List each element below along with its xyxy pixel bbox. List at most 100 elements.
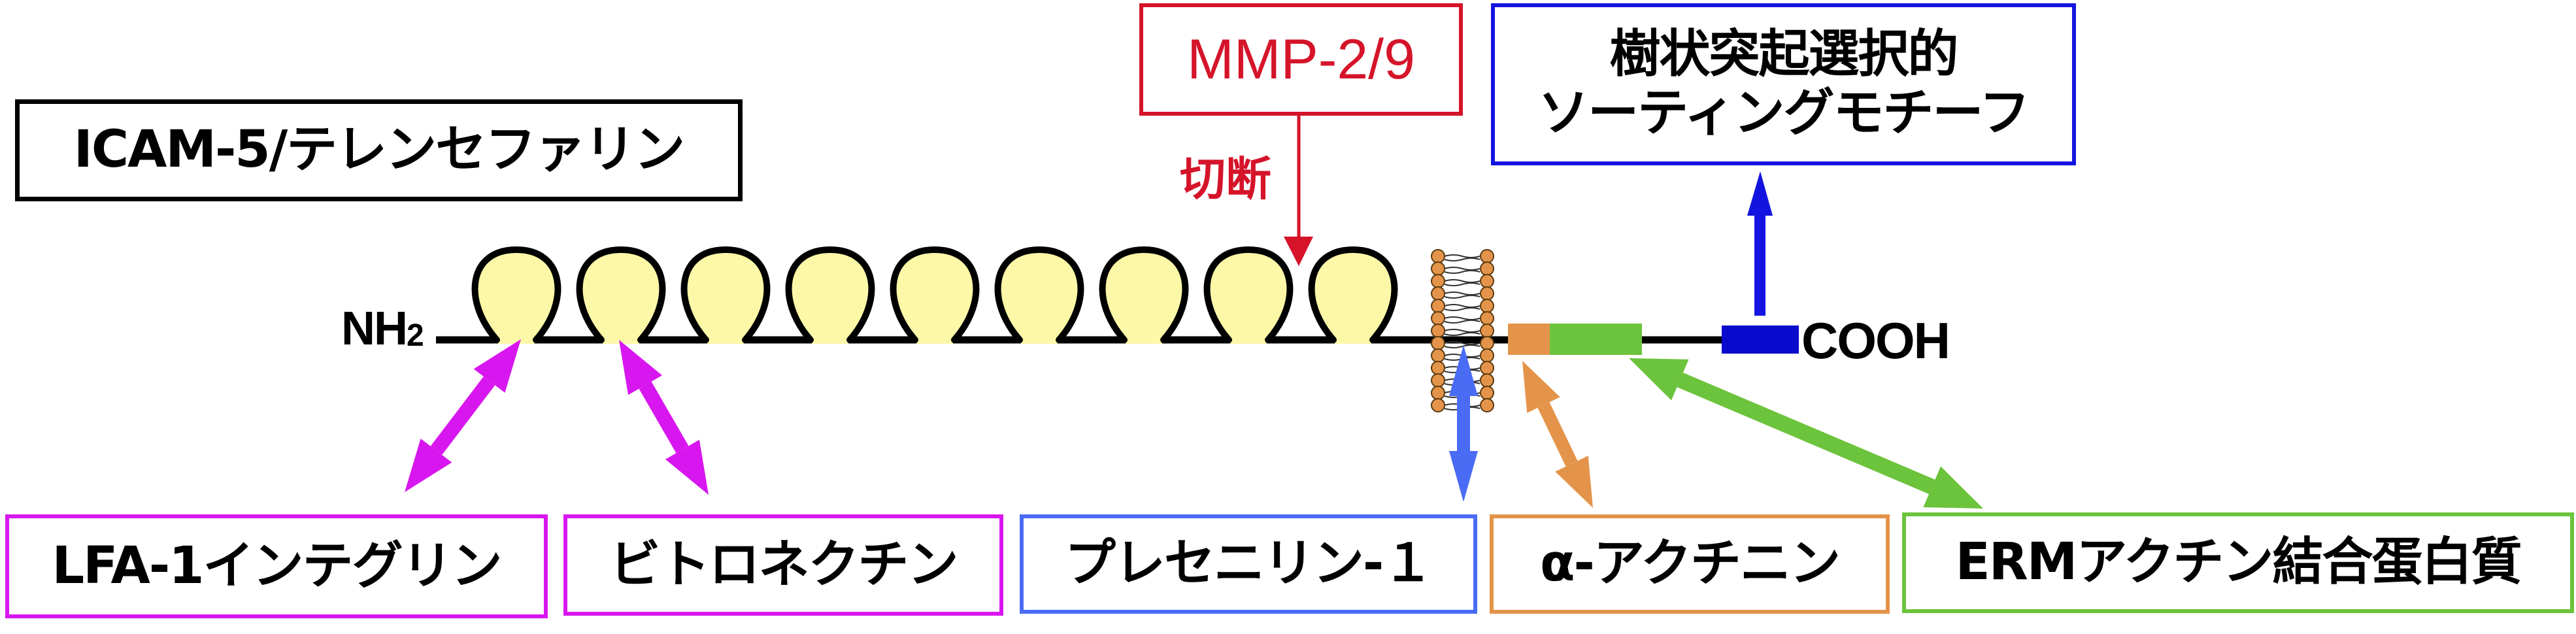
ig-domain bbox=[782, 246, 878, 343]
cell-membrane bbox=[1431, 249, 1494, 412]
ig-domain bbox=[1305, 246, 1401, 343]
lipid-tail bbox=[1444, 270, 1480, 274]
ig-domain bbox=[573, 246, 669, 343]
partner-box-erm: ERMアクチン結合蛋白質 bbox=[1902, 512, 2574, 613]
ig-domain bbox=[992, 246, 1087, 343]
lipid-head bbox=[1480, 311, 1494, 325]
lipid-tail bbox=[1444, 320, 1480, 324]
lipid-head bbox=[1431, 299, 1445, 313]
vitronectin-arrow-shaft bbox=[639, 381, 689, 454]
lipid-tail bbox=[1444, 316, 1480, 320]
vitronectin-arrow bbox=[619, 340, 709, 495]
sorting-motif-line2: ソーティングモチーフ bbox=[1538, 84, 2030, 142]
lfa1-arrow-head-start bbox=[473, 339, 521, 393]
sorting-motif-line1: 樹状突起選択的 bbox=[1609, 25, 1958, 84]
lipid-head bbox=[1480, 398, 1494, 412]
lipid-tail bbox=[1444, 254, 1480, 258]
actinin-arrow-head-start bbox=[1522, 361, 1560, 413]
n-terminus-subscript: 2 bbox=[407, 318, 424, 353]
actinin-binding-domain bbox=[1508, 324, 1550, 355]
lipid-head bbox=[1431, 286, 1445, 301]
actinin-arrow-shaft bbox=[1537, 402, 1578, 467]
lipid-tail bbox=[1444, 267, 1480, 271]
partner-label: LFA-1インテグリン bbox=[52, 536, 502, 595]
lipid-head bbox=[1431, 311, 1445, 325]
lipid-head bbox=[1480, 336, 1494, 350]
actinin-arrow-head-end bbox=[1555, 456, 1593, 508]
protein-name: ICAM-5/テレンセファリン bbox=[73, 120, 685, 180]
ig-domain bbox=[1096, 246, 1192, 343]
ig-domain bbox=[678, 246, 773, 343]
partner-box-vitronectin: ビトロネクチン bbox=[563, 514, 1003, 616]
ig-domain bbox=[469, 246, 564, 343]
erm-arrow bbox=[1629, 358, 1983, 509]
partner-label: α-アクチニン bbox=[1539, 534, 1841, 593]
ig-domain bbox=[1201, 246, 1296, 343]
sorting-motif-domain bbox=[1722, 325, 1799, 354]
lipid-head bbox=[1431, 386, 1445, 400]
sorting-arrow bbox=[1747, 171, 1773, 316]
ig-domains bbox=[469, 246, 1401, 344]
lipid-head bbox=[1480, 386, 1494, 400]
erm-arrow-head-end bbox=[1923, 466, 1983, 509]
lipid-head bbox=[1431, 324, 1445, 338]
protein-name-box: ICAM-5/テレンセファリン bbox=[15, 99, 743, 201]
lipid-tail bbox=[1444, 258, 1480, 261]
lipid-head bbox=[1431, 249, 1445, 263]
lipid-head bbox=[1480, 274, 1494, 288]
vitronectin-arrow-head-end bbox=[665, 439, 709, 495]
lipid-head bbox=[1480, 361, 1494, 375]
lipid-tail bbox=[1444, 329, 1480, 333]
n-terminus-label: NH2 bbox=[341, 302, 424, 356]
partner-label: プレセニリン-１ bbox=[1064, 534, 1433, 593]
c-terminus-label: COOH bbox=[1801, 312, 1950, 369]
lipid-head bbox=[1480, 286, 1494, 301]
lipid-head bbox=[1431, 373, 1445, 388]
lipid-head bbox=[1480, 299, 1494, 313]
lipid-head bbox=[1431, 274, 1445, 288]
lipid-tail bbox=[1444, 344, 1480, 348]
vitronectin-arrow-head-start bbox=[619, 340, 663, 395]
n-terminus-text: NH bbox=[341, 303, 408, 355]
presenilin-arrow-head-start bbox=[1449, 345, 1478, 396]
partner-box-presenilin: プレセニリン-１ bbox=[1020, 514, 1477, 614]
cleavage-arrow bbox=[1284, 116, 1313, 266]
lipid-head bbox=[1431, 336, 1445, 350]
lipid-head bbox=[1431, 361, 1445, 375]
lipid-head bbox=[1480, 373, 1494, 388]
lipid-head bbox=[1480, 261, 1494, 276]
lipid-tail bbox=[1444, 282, 1480, 286]
lfa1-arrow-head-end bbox=[405, 439, 452, 492]
lipid-head bbox=[1431, 261, 1445, 276]
erm-arrow-head-start bbox=[1629, 358, 1689, 401]
lipid-head bbox=[1480, 249, 1494, 263]
erm-arrow-shaft bbox=[1677, 373, 1935, 494]
partner-box-lfa1: LFA-1インテグリン bbox=[5, 514, 548, 618]
lipid-head bbox=[1431, 348, 1445, 363]
lipid-tail bbox=[1444, 304, 1480, 308]
lipid-tail bbox=[1444, 279, 1480, 283]
lipid-tail bbox=[1444, 295, 1480, 299]
lipid-head bbox=[1431, 398, 1445, 412]
mmp-label: MMP-2/9 bbox=[1187, 27, 1415, 91]
lipid-tail bbox=[1444, 307, 1480, 311]
partner-box-actinin: α-アクチニン bbox=[1490, 514, 1890, 614]
lfa1-arrow bbox=[405, 339, 521, 492]
lipid-tail bbox=[1444, 341, 1480, 345]
cleavage-label: 切断 bbox=[1180, 152, 1271, 206]
mmp-box: MMP-2/9 bbox=[1139, 3, 1463, 116]
ig-domain bbox=[887, 246, 982, 343]
sorting-motif-box: 樹状突起選択的 ソーティングモチーフ bbox=[1491, 3, 2076, 165]
partner-label: ビトロネクチン bbox=[609, 535, 958, 594]
lipid-head bbox=[1480, 324, 1494, 338]
actinin-arrow bbox=[1522, 361, 1593, 508]
lipid-tail bbox=[1444, 292, 1480, 295]
lfa1-arrow-shaft bbox=[430, 376, 495, 455]
lipid-head bbox=[1480, 348, 1494, 363]
presenilin-arrow-head-end bbox=[1449, 451, 1478, 502]
lipid-tail bbox=[1444, 332, 1480, 336]
erm-binding-domain bbox=[1550, 324, 1642, 355]
partner-label: ERMアクチン結合蛋白質 bbox=[1955, 533, 2522, 592]
presenilin-arrow bbox=[1449, 345, 1478, 502]
